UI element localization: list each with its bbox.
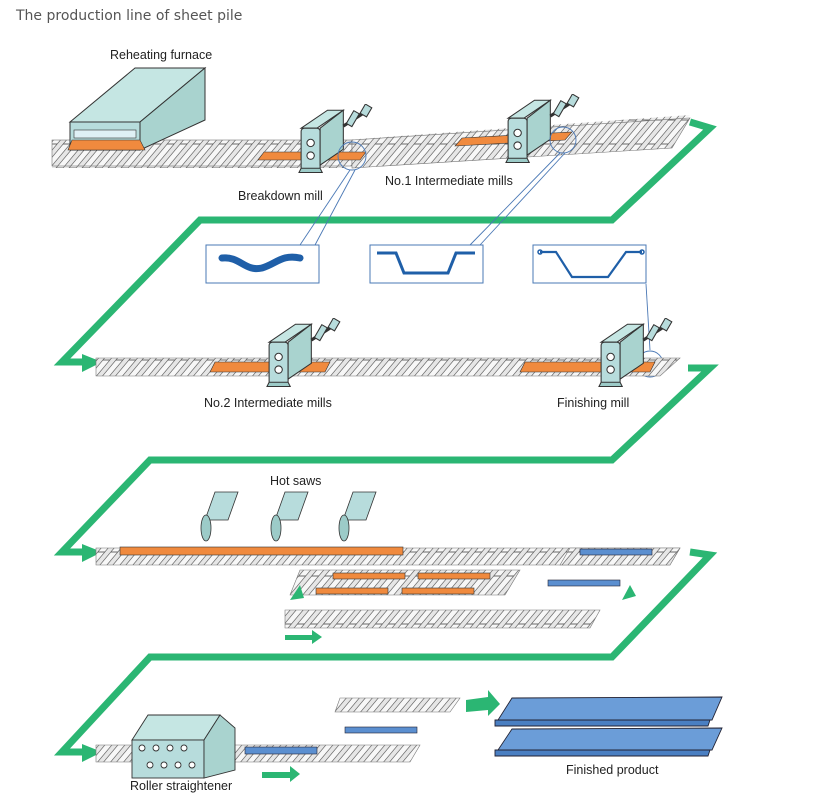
flow-segment-3 <box>53 548 718 756</box>
flow-arrowheads <box>82 354 102 762</box>
label-no1-intermediate-mills: No.1 Intermediate mills <box>385 174 513 188</box>
hot-saw-blades <box>200 491 377 542</box>
hot-saw <box>270 491 309 542</box>
transfer-arrows <box>285 585 636 644</box>
profile-box-finished <box>532 244 647 284</box>
page-title: The production line of sheet pile <box>16 8 243 24</box>
label-finishing-mill: Finishing mill <box>557 396 629 410</box>
label-finished-product: Finished product <box>566 763 659 777</box>
reheating-furnace <box>67 66 207 151</box>
label-reheating-furnace: Reheating furnace <box>110 48 212 62</box>
label-breakdown-mill: Breakdown mill <box>238 189 323 203</box>
arrow-head-icon <box>82 354 102 372</box>
hot-saw <box>338 491 377 542</box>
straightened-bars <box>244 726 418 755</box>
arrow-head-icon <box>82 744 102 762</box>
steel-bar-hot <box>119 546 404 556</box>
arrow-right-icon <box>285 630 322 644</box>
profile-box-intermediate <box>369 244 484 284</box>
arrow-head-icon <box>82 544 102 562</box>
label-roller-straightener: Roller straightener <box>130 779 232 793</box>
label-hot-saws: Hot saws <box>270 474 321 488</box>
roller-straightener-machine <box>131 714 236 779</box>
flow-segment-1 <box>53 118 717 366</box>
roller-table <box>284 609 601 629</box>
cooled-bars <box>547 548 653 587</box>
profile-box-breakdown <box>205 244 320 284</box>
label-no2-intermediate-mills: No.2 Intermediate mills <box>204 396 332 410</box>
arrow-right-icon <box>466 690 500 716</box>
arrow-up-right-icon <box>622 585 636 600</box>
flow-segment-2 <box>53 364 719 556</box>
flow-path <box>53 118 719 756</box>
arrow-right-icon <box>262 766 300 782</box>
roller-table <box>334 697 461 713</box>
arrow-down-left-icon <box>290 585 304 600</box>
finished-sheet-piles <box>494 696 723 757</box>
hot-saw <box>200 491 239 542</box>
